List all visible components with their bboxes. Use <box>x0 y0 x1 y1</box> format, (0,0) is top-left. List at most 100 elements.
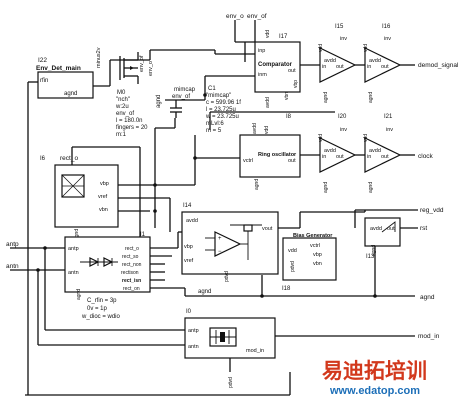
label-i16-in: in <box>367 64 371 70</box>
label-i16-avdd: avdd <box>369 58 381 64</box>
label-rfin: rfin <box>40 78 48 84</box>
label-nch: "nch" <box>116 97 130 103</box>
label-osc-vdd: vdd <box>264 126 270 134</box>
label-i21-agnd: agnd <box>368 182 374 193</box>
label-i14-avdd: avdd <box>186 218 198 224</box>
label-i14: I14 <box>183 203 192 209</box>
label-i20-vdd: vdd <box>318 134 324 142</box>
label-c-rfin: C_rfin = 3p <box>87 298 117 304</box>
label-rst: rst <box>420 225 427 232</box>
block-i1-rectifier: I1 antp antn rect_o rect_so rect_non rec… <box>64 232 151 320</box>
label-opamp-plus: + <box>218 236 222 242</box>
label-i14-pdvd: pdvd <box>224 271 230 282</box>
transistor-m0: minus2v env_of env_o M0 "nch" w:2u env_o… <box>96 47 154 138</box>
label-i16-out: out <box>381 64 389 70</box>
label-i13-agnd: agnd <box>371 245 377 256</box>
block-i13: I13 avdd out agnd <box>364 217 401 260</box>
label-i16-inv: inv <box>384 36 391 42</box>
inverter-i20: I20 inv vdd avdd in out agnd <box>318 114 357 193</box>
label-i20-in: in <box>322 154 326 160</box>
label-bias-pdvd: pdvd <box>290 261 296 272</box>
label-i22-agnd: agnd <box>64 91 77 97</box>
label-bias-vbp: vbp <box>313 252 322 258</box>
label-osc-vctrl: vctrl <box>243 158 253 164</box>
label-i22: I22 <box>38 57 47 64</box>
label-i16-agnd: agnd <box>368 92 374 103</box>
label-i0: I0 <box>186 309 192 315</box>
label-i13-avdd: avdd <box>370 226 382 232</box>
junction-dots <box>36 93 377 298</box>
label-i20-agnd: agnd <box>323 182 329 193</box>
label-antn: antn <box>6 263 19 270</box>
label-inm: inm <box>258 72 267 78</box>
label-i1: I1 <box>140 232 146 238</box>
label-i1-antp: antp <box>68 246 79 252</box>
label-c1-l: l = 23.725u <box>206 107 236 113</box>
label-c1-w: w = 23.725u <box>205 114 239 120</box>
block-i6: rect_o I6 vbp vref vbn agnd <box>40 155 119 240</box>
label-osc-agnd: agnd <box>254 179 260 190</box>
label-i21-in: in <box>367 154 371 160</box>
label-i6-vbn: vbn <box>99 207 108 213</box>
label-comp-vbn: vbn <box>284 92 290 100</box>
inverter-i21: I21 inv vdd avdd in out agnd <box>363 114 402 193</box>
label-i14-vref: vref <box>184 258 194 264</box>
label-demod-signal: demod_signal <box>418 62 459 69</box>
label-c1: C1 <box>208 86 216 92</box>
label-0v: 0v = 1p <box>87 306 108 312</box>
label-top-env-o: env_o <box>226 13 244 20</box>
watermark: 易迪拓培训 www.edatop.com <box>322 359 427 397</box>
label-i8: I8 <box>286 114 292 120</box>
label-i17: I17 <box>279 34 288 40</box>
label-minus2v: minus2v <box>96 47 102 68</box>
label-bias-vdd: vdd <box>288 248 297 254</box>
label-m1: m:1 <box>116 132 127 138</box>
label-i15-inv: inv <box>340 36 347 42</box>
label-i20-out: out <box>336 154 344 160</box>
label-ring-oscillator: Ring oscillator <box>258 152 297 158</box>
label-i21-out: out <box>381 154 389 160</box>
label-opamp-minus: − <box>218 249 222 255</box>
label-i21-inv: inv <box>386 127 393 133</box>
label-i15-avdd: avdd <box>324 58 336 64</box>
label-comp-vdd: vdd <box>265 30 271 38</box>
label-rectison: rectison <box>121 270 139 276</box>
label-mod-in: mod_in <box>418 333 440 340</box>
label-i14-vbp: vbp <box>184 244 193 250</box>
label-i0-antn: antn <box>188 344 199 350</box>
label-clock: clock <box>418 153 434 160</box>
label-env-o-rot: env_o <box>148 61 154 76</box>
capacitor-c1: mimcap env_of C1 "mimcap" c = 599.96 1f … <box>156 86 241 134</box>
label-rect-o-pin: rect_o <box>125 246 139 252</box>
label-i16: I16 <box>382 24 391 30</box>
label-rect-o: rect_o <box>60 155 78 162</box>
label-c1-mlvl: mLvl:6 <box>206 121 224 127</box>
label-i20-inv: inv <box>340 127 347 133</box>
label-i21-avdd: avdd <box>369 148 381 154</box>
label-osc-out: out <box>288 158 296 164</box>
label-rect-so: rect_so <box>122 254 139 260</box>
label-rect-on: rect_on <box>123 286 140 292</box>
label-i0-mod-in: mod_in <box>246 348 264 354</box>
label-i1-antn: antn <box>68 270 79 276</box>
block-i14: I14 avdd vbp vref vout + − pdvd agnd <box>181 203 279 295</box>
label-bias-vbn: vbn <box>313 261 322 267</box>
block-ring-oscillator: I8 avdd vdd Ring oscillator vctrl out ag… <box>239 114 301 190</box>
label-rect-isn: rect_isn <box>122 278 141 284</box>
label-env-of-m0: env_of <box>116 111 134 117</box>
block-i22: I22 Env_Det_main rfin agnd <box>36 57 94 99</box>
label-i15: I15 <box>335 24 344 30</box>
label-i21: I21 <box>384 114 393 120</box>
label-i15-vdd: vdd <box>318 44 324 52</box>
label-i20: I20 <box>338 114 347 120</box>
label-rect-non: rect_non <box>122 262 142 268</box>
label-top-env-of: env_of <box>247 13 267 20</box>
label-comparator: Comparator <box>258 62 293 68</box>
label-i18: I18 <box>282 286 291 292</box>
label-c1-m: m = 5 <box>206 128 222 134</box>
label-i1-agnd: agnd <box>76 289 82 300</box>
label-i13-out: out <box>387 226 395 232</box>
label-i21-vdd: vdd <box>363 134 369 142</box>
